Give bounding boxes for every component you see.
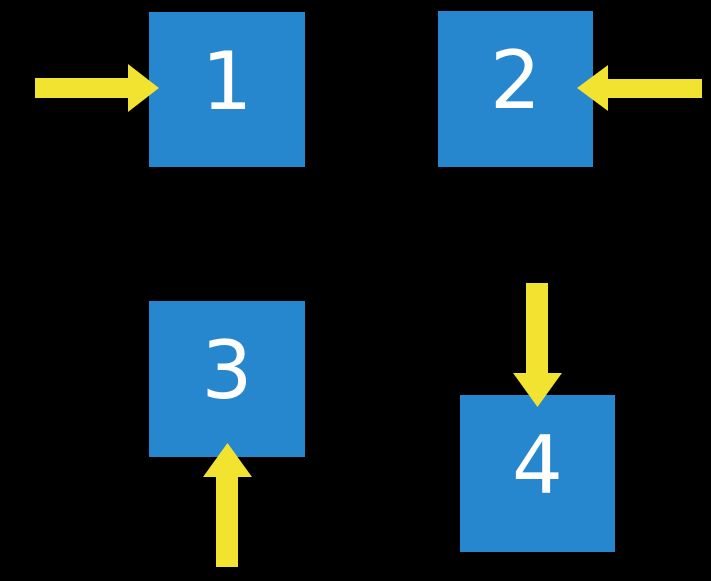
box-2-label: 2 xyxy=(490,34,541,127)
numbered-box-2: 2 xyxy=(438,11,593,167)
box-1-label: 1 xyxy=(201,34,253,128)
numbered-box-3: 3 xyxy=(149,301,305,457)
arrow-left-icon xyxy=(577,65,702,111)
arrow-right-icon xyxy=(35,64,159,112)
numbered-box-1: 1 xyxy=(149,12,305,167)
box-4-label: 4 xyxy=(512,418,563,512)
arrow-down-icon xyxy=(513,283,562,407)
arrow-up-icon xyxy=(203,443,252,567)
numbered-box-4: 4 xyxy=(460,395,615,552)
box-3-label: 3 xyxy=(201,324,253,417)
